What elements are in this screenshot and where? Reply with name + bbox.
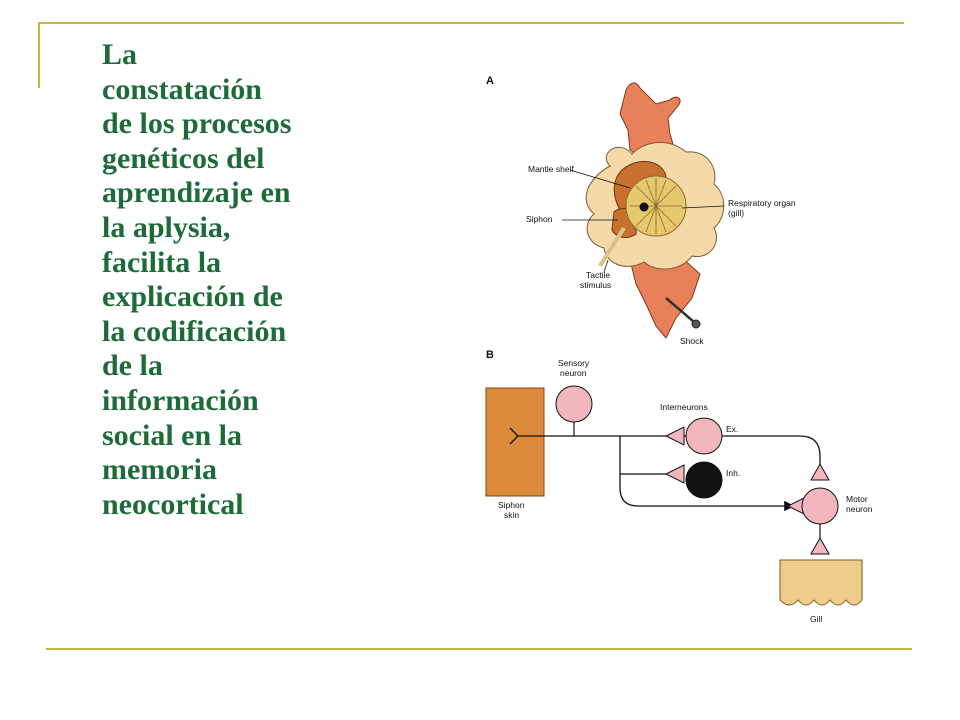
sensory-neuron (555, 385, 593, 423)
label-motor: Motor (846, 494, 868, 504)
aplysia-figure: A Mantle shelf Siphon Respiratory organ … (470, 60, 930, 640)
interneuron-inhibitory (685, 461, 723, 499)
label-motor-neuron: neuron (846, 504, 873, 514)
label-inhibitory: Inh. (726, 468, 740, 478)
text-line: La (102, 38, 138, 71)
text-line: memoria (102, 453, 217, 487)
text-line: explicación de (102, 280, 283, 314)
text-line: de la (102, 349, 163, 383)
panel-a-letter: A (486, 75, 494, 87)
tactile-probe (598, 226, 626, 268)
top-rule (38, 22, 904, 24)
motor-neuron (801, 487, 839, 525)
label-interneurons: Interneurons (660, 402, 708, 412)
label-excitatory: Ex. (726, 424, 738, 434)
text-line: la aplysia, (102, 210, 231, 244)
label-mantle-shelf: Mantle shelf (528, 164, 574, 174)
label-shock: Shock (680, 336, 704, 346)
synapse-inhibitory (664, 464, 685, 484)
label-respiratory-gill: (gill) (728, 208, 744, 218)
leader-line (569, 169, 631, 189)
text-line: genéticos del (102, 141, 265, 175)
label-stimulus: stimulus (580, 280, 611, 290)
left-rule (38, 22, 40, 88)
aplysia-diagram: A Mantle shelf Siphon Respiratory organ … (485, 75, 873, 624)
label-siphon: Siphon (498, 500, 525, 510)
text-line: constatación (102, 72, 262, 106)
text-line: aprendizaje en (102, 176, 291, 210)
text-line: la codificación (102, 314, 287, 348)
text-line: facilita la (102, 245, 222, 279)
gill-block (779, 559, 863, 606)
text-line: neocortical (102, 487, 244, 521)
label-siphon: Siphon (526, 214, 553, 224)
label-sensory: Sensory (558, 358, 590, 368)
aplysia-tail (629, 255, 701, 339)
gill-organ (625, 175, 687, 237)
bottom-rule (46, 648, 912, 650)
label-skin: skin (504, 510, 519, 520)
text-line: información (102, 383, 259, 417)
slide-body-text: La constatación de los procesos genético… (102, 38, 372, 522)
shock-electrode (665, 297, 701, 329)
label-tactile: Tactile (586, 270, 610, 280)
interneuron-excitatory (685, 417, 723, 455)
pathway-direct (619, 436, 795, 512)
text-line: de los procesos (102, 107, 292, 141)
siphon-skin (485, 387, 545, 497)
leader-line (681, 205, 725, 209)
panel-b-letter: B (486, 349, 494, 361)
label-gill: Gill (810, 614, 822, 624)
label-respiratory-organ: Respiratory organ (728, 198, 796, 208)
text-line: social en la (102, 418, 242, 452)
synapse-motor-top (810, 462, 830, 481)
synapse-excitatory (664, 426, 685, 446)
synapse-gill (810, 536, 830, 555)
leader-line (603, 259, 609, 273)
pathway-excitatory (518, 435, 821, 464)
label-sensory-neuron: neuron (560, 368, 587, 378)
